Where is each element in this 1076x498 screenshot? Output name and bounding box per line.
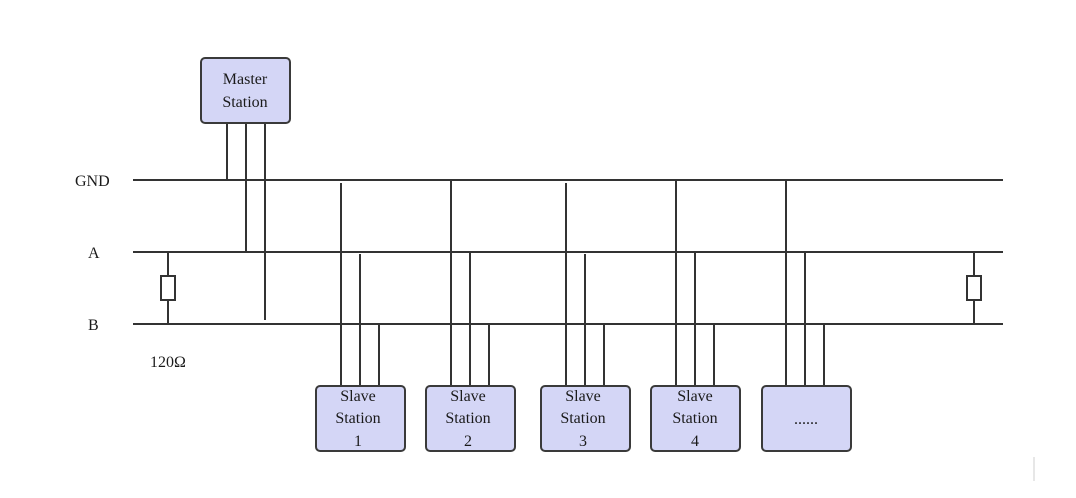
slave-station-1: Slave Station 1: [315, 183, 406, 452]
slave-station-3-label-line1: Slave: [565, 388, 601, 405]
slave-station-1-label-line2: Station: [335, 410, 380, 427]
more-stations-box: [761, 385, 852, 452]
slave-station-4-box: [650, 385, 741, 452]
slave-station-4-label-line1: Slave: [677, 388, 713, 405]
slave-station-2-label-line2: Station: [445, 410, 490, 427]
master-station-label-line2: Station: [222, 94, 267, 111]
b-label: B: [88, 317, 99, 334]
slave-station-1-label-line3: 1: [354, 433, 362, 450]
slave-station-1-label-line1: Slave: [340, 388, 376, 405]
slave-station-2-box: [425, 385, 516, 452]
slave-station-1-box: [315, 385, 406, 452]
slave-station-4-label-line3: 4: [691, 433, 699, 450]
more-stations-placeholder: ......: [761, 181, 852, 452]
resistor-value-label: 120Ω: [150, 354, 186, 371]
gnd-label: GND: [75, 173, 110, 190]
slave-station-3-label-line2: Station: [560, 410, 605, 427]
left-termination-resistor: [160, 252, 176, 324]
slave-station-3-label-line3: 3: [579, 433, 587, 450]
slave-station-2-label-line3: 2: [464, 433, 472, 450]
master-station-label-line1: Master: [223, 71, 268, 88]
slave-station-2: Slave Station 2: [425, 181, 516, 452]
master-station: Master Station: [200, 57, 291, 320]
slave-station-4: Slave Station 4: [650, 181, 741, 452]
a-label: A: [88, 245, 100, 262]
right-termination-resistor: [966, 252, 982, 324]
slave-station-3-box: [540, 385, 631, 452]
more-stations-ellipsis: ......: [794, 411, 818, 428]
master-station-box: [200, 57, 291, 124]
slave-station-3: Slave Station 3: [540, 183, 631, 452]
slave-station-2-label-line1: Slave: [450, 388, 486, 405]
slave-station-4-label-line2: Station: [672, 410, 717, 427]
